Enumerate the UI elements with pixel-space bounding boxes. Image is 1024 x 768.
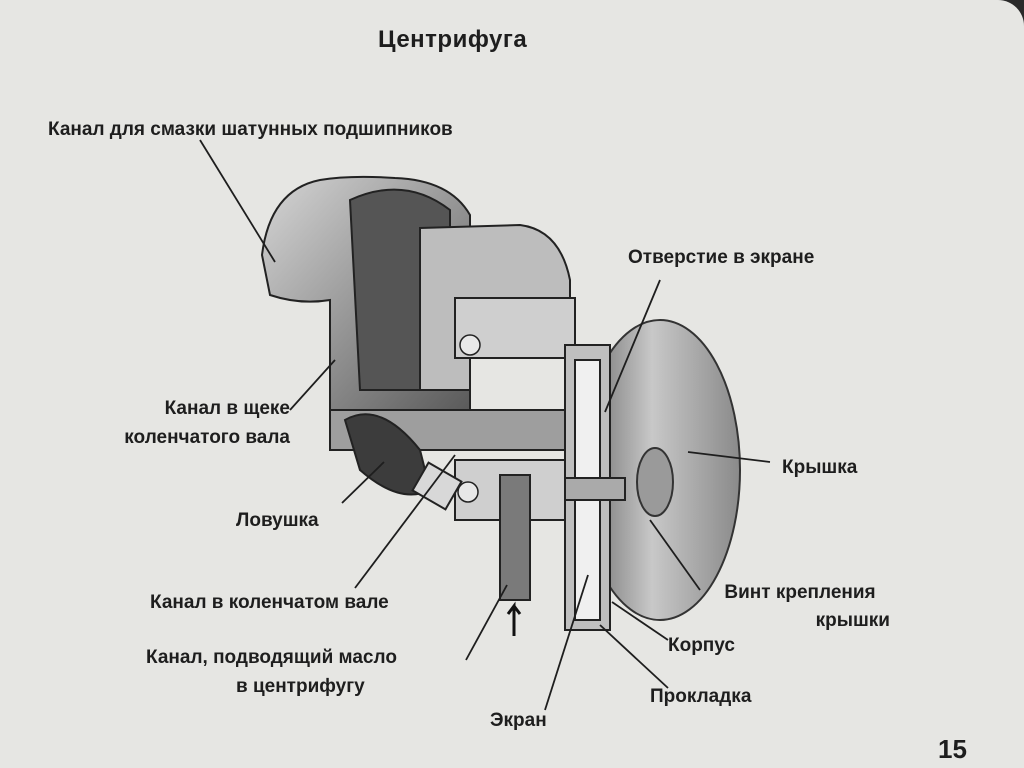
label-screen-hole: Отверстие в экране (628, 247, 815, 268)
bearing-upper (454, 297, 576, 359)
oil-flow-arrow (506, 601, 522, 636)
leader-cover (687, 451, 771, 463)
page-number: 15 (938, 734, 967, 764)
label-trap: Ловушка (236, 510, 319, 531)
leader-gasket (599, 624, 669, 689)
label-gasket: Прокладка (650, 686, 752, 707)
leader-housing (611, 601, 669, 641)
diagram-title: Центрифуга (378, 26, 528, 53)
label-cover-screw-line2: крышки (815, 610, 890, 631)
leader-supply (465, 584, 508, 661)
label-cover: Крышка (782, 457, 858, 478)
label-cheek-channel-line2: коленчатого вала (124, 427, 290, 448)
leader-crankshaft-channel (354, 454, 456, 589)
label-supply-channel-line1: Канал, подводящий масло (146, 647, 397, 668)
leader-screen (544, 574, 589, 711)
label-lubrication-channel: Канал для смазки шатунных подшипников (48, 119, 453, 140)
trap-plug (411, 461, 463, 511)
label-cheek-channel-line1: Канал в щеке (164, 398, 290, 419)
label-screen: Экран (490, 710, 547, 731)
leader-cheek (289, 359, 336, 411)
cover-hub (636, 447, 674, 517)
crankshaft-channel-body (499, 474, 531, 601)
label-supply-channel-line2: в центрифугу (236, 676, 365, 697)
leader-trap (341, 461, 385, 504)
leader-screen-hole (604, 279, 661, 413)
label-crankshaft-channel: Канал в коленчатом вале (150, 592, 389, 613)
label-cover-screw-line1: Винт крепления (724, 582, 876, 603)
label-housing: Корпус (668, 635, 735, 656)
cover-screw (564, 477, 626, 501)
leader-lubrication (199, 139, 276, 263)
leader-screw (649, 519, 701, 591)
